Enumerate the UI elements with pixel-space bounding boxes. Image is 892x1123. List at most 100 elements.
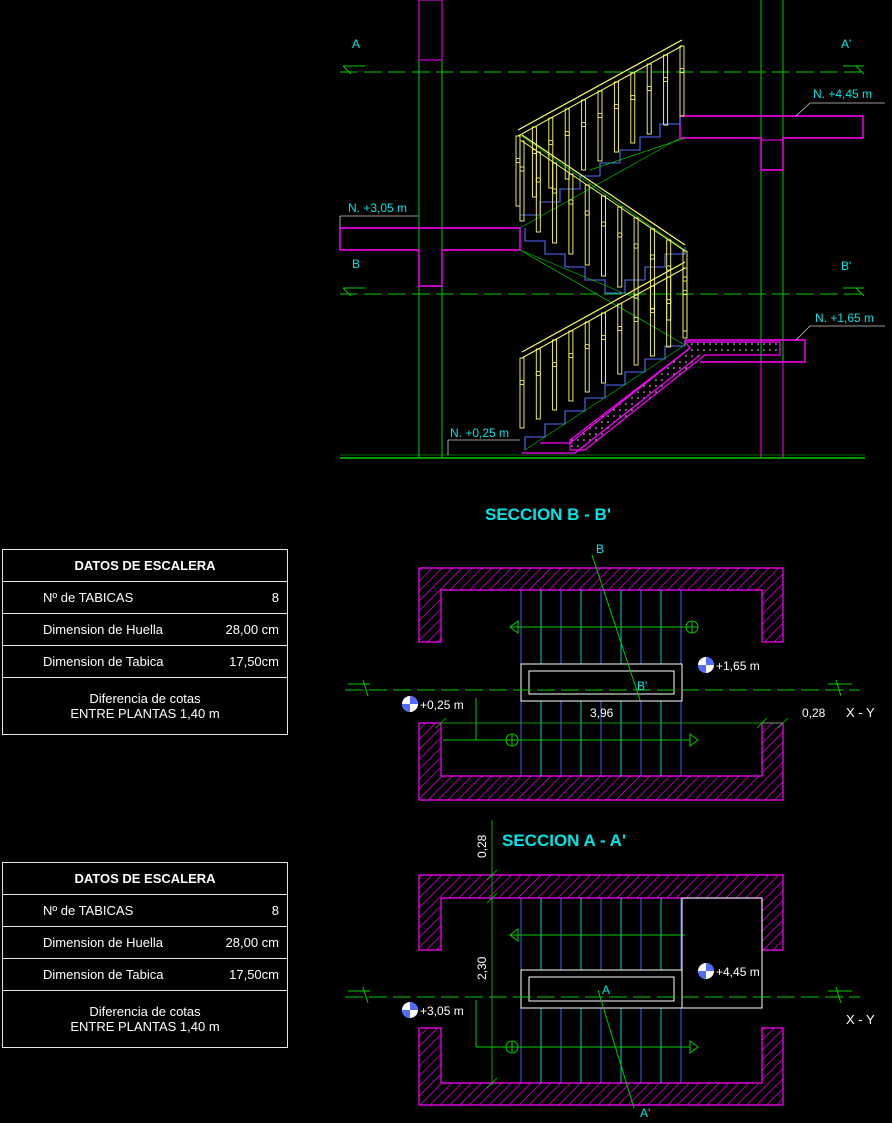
level-top-label: N. +4,45 m	[813, 87, 872, 101]
axis-lines	[340, 71, 865, 295]
baluster	[649, 285, 655, 357]
baluster-knot	[548, 139, 554, 146]
baluster-knot	[580, 121, 587, 128]
level-upper-label: N. +3,05 m	[348, 201, 407, 215]
section-aa-walkline	[475, 928, 699, 1054]
table-note: Diferencia de cotas ENTRE PLANTAS 1,40 m	[3, 678, 287, 734]
section-bb-central-core	[528, 670, 675, 695]
section-bb-axis-markers	[348, 679, 852, 697]
elevation-view: N. +4,45 m N. +3,05 m N. +1,65 m N. +0,2…	[339, 0, 885, 459]
baluster-knot	[568, 199, 574, 205]
section-aa-axis-label: X - Y	[846, 1012, 875, 1027]
stair-data-table-2: DATOS DE ESCALERA Nº de TABICAS 8 Dimens…	[2, 862, 288, 1048]
level-marker-mid: N. +1,65 m	[795, 311, 885, 341]
baluster	[630, 72, 636, 144]
section-aa: SECCION A - A' 0,28 2,30 X - Y	[345, 820, 875, 1120]
handrail	[521, 134, 686, 246]
section-aa-cut-a-prime: A'	[640, 1106, 650, 1120]
section-bb-level-right: +1,65 m	[698, 657, 760, 673]
axis-b-prime-label: B'	[841, 259, 851, 273]
table-row: Nº de TABICAS 8	[3, 895, 287, 927]
row-value: 17,50cm	[229, 967, 279, 982]
baluster-knot	[597, 112, 603, 119]
baluster-knot	[564, 130, 570, 137]
baluster	[682, 250, 688, 332]
foundation-ramp	[569, 341, 781, 451]
baluster-knot	[584, 210, 590, 216]
level-marker-top: N. +4,45 m	[795, 87, 885, 117]
section-bb-cut-b-prime: B'	[637, 679, 647, 693]
section-aa-title: SECCION A - A'	[502, 831, 626, 850]
baluster	[584, 184, 590, 266]
stair-flight-3	[519, 116, 681, 229]
section-aa-level-right: +4,45 m	[698, 963, 760, 979]
baluster-knot	[519, 379, 525, 386]
baluster	[581, 99, 587, 171]
row-value: 8	[271, 903, 279, 918]
baluster	[601, 195, 606, 277]
handrail	[521, 261, 686, 353]
row-value: 28,00 cm	[225, 622, 279, 637]
section-bb-axis-label: X - Y	[846, 705, 875, 720]
railings	[515, 39, 688, 429]
baluster	[548, 117, 554, 189]
baluster	[531, 126, 537, 198]
row-label: Nº de TABICAS	[43, 590, 134, 605]
row-value: 28,00 cm	[225, 935, 279, 950]
section-bb-central-wall	[520, 663, 683, 702]
level-base-label: N. +0,25 m	[450, 426, 509, 440]
slab-top	[679, 115, 864, 171]
section-aa-cut-line	[597, 989, 635, 1109]
section-bb: SECCION B - B'	[345, 505, 875, 801]
axis-a-prime-label: A'	[841, 37, 851, 51]
stair-data-table-1: DATOS DE ESCALERA Nº de TABICAS 8 Dimens…	[2, 549, 288, 735]
section-bb-width-dim: 3,96	[590, 706, 614, 720]
foundation-outline	[522, 347, 701, 454]
row-label: Dimension de Tabica	[43, 654, 164, 669]
baluster-knot	[666, 298, 672, 305]
baluster	[617, 206, 623, 288]
stair-flight-2	[519, 228, 686, 301]
baluster	[552, 162, 558, 244]
baluster-knot	[600, 334, 607, 341]
section-bb-wall-dim: 0,28	[802, 706, 826, 720]
baluster	[613, 81, 619, 153]
baluster-knot	[551, 188, 558, 194]
table-row: Nº de TABICAS 8	[3, 582, 287, 614]
table-row: Dimension de Huella 28,00 cm	[3, 927, 287, 959]
baluster-knot	[633, 316, 639, 323]
slab-upper	[339, 227, 521, 287]
baluster	[515, 135, 521, 207]
row-value: 8	[271, 590, 279, 605]
section-bb-walkline	[443, 620, 699, 747]
row-label: Dimension de Huella	[43, 935, 163, 950]
baluster	[584, 321, 590, 393]
baluster	[597, 90, 603, 162]
columns	[418, 0, 784, 459]
baluster-knot	[535, 370, 541, 377]
note-line-1: Diferencia de cotas	[89, 1004, 201, 1019]
baluster-knot	[649, 254, 656, 260]
section-bb-cut-line	[591, 554, 641, 701]
section-aa-dim-top: 0,28	[475, 834, 489, 858]
section-aa-vertical-dimension	[486, 820, 498, 1089]
section-bb-level-left-label: +0,25 m	[420, 698, 464, 712]
baluster	[663, 54, 669, 126]
baluster	[568, 330, 574, 402]
baluster-knot	[646, 85, 652, 92]
row-value: 17,50cm	[229, 654, 279, 669]
baluster	[666, 239, 672, 321]
baluster-knot	[662, 76, 669, 83]
baluster	[568, 173, 574, 255]
baluster	[633, 294, 639, 366]
handrail	[517, 39, 683, 131]
baluster-knot	[613, 103, 620, 110]
section-bb-dimension	[435, 717, 789, 729]
note-line-2: ENTRE PLANTAS 1,40 m	[70, 706, 220, 721]
baluster	[519, 357, 525, 429]
baluster-knot	[666, 265, 672, 271]
baluster	[633, 217, 639, 299]
section-aa-treads	[520, 898, 682, 1083]
row-label: Nº de TABICAS	[43, 903, 134, 918]
baluster-knot	[617, 325, 623, 332]
